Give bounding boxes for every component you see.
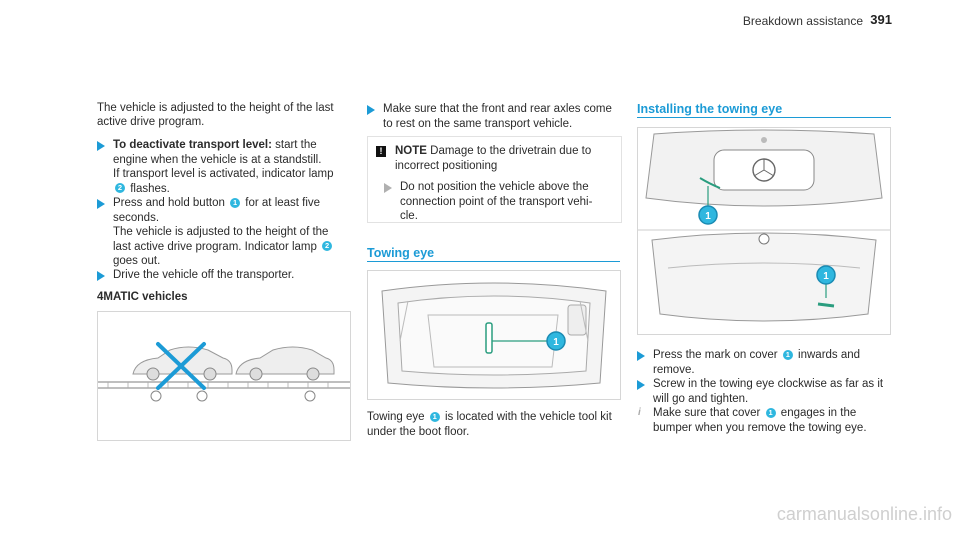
bumper-illustration: 1 1 (637, 127, 891, 335)
step-line: flashes. (130, 182, 170, 195)
callout-badge: 2 (115, 183, 125, 194)
boot-caption: Towing eye 1 is located with the vehicle… (367, 410, 622, 439)
subheading: 4MATIC vehicles (97, 291, 188, 303)
step-arrow-icon (97, 271, 105, 281)
transporter-illustration (97, 311, 351, 441)
svg-text:1: 1 (823, 271, 829, 282)
step-drive-off: Drive the vehicle off the transporter. (113, 269, 295, 281)
step-line: The vehicle is adjusted to the height of… (113, 226, 329, 238)
step-text: for at least five (245, 197, 321, 209)
step-text: Press the mark on cover (653, 349, 778, 361)
note-box: ! NOTE Damage to the drivetrain due to i… (367, 136, 622, 223)
heading-rule (637, 117, 891, 118)
step-arrow-icon (384, 183, 392, 193)
bumper-figure-icon: 1 1 (638, 129, 890, 322)
step-deactivate: To deactivate transport level: start the… (113, 138, 353, 196)
step-arrow-icon (637, 380, 645, 390)
step-line: to rest on the same transport vehicle. (383, 117, 573, 130)
caption-line: under the boot floor. (367, 425, 470, 438)
info-note: Make sure that cover 1 engages in the bu… (653, 406, 898, 435)
step-arrow-icon (97, 141, 105, 151)
step-line: will go and tighten. (653, 392, 749, 405)
svg-text:1: 1 (553, 337, 559, 348)
step-line: Make sure that the front and rear axles … (383, 103, 612, 115)
section-heading: Installing the towing eye (637, 102, 783, 116)
step-axles: Make sure that the front and rear axles … (383, 102, 623, 131)
note-bullet-line: Do not position the vehicle above the (400, 181, 589, 193)
warning-icon: ! (376, 146, 386, 157)
note-text-line: Damage to the drivetrain due to (430, 145, 592, 157)
step-line: If transport level is activated, indicat… (113, 168, 334, 180)
step-line: engine when the vehicle is at a standsti… (113, 153, 322, 166)
info-line: bumper when you remove the towing eye. (653, 421, 867, 434)
info-icon: i (638, 407, 641, 418)
step-text: last active drive program. Indicator lam… (113, 240, 317, 253)
boot-illustration: 1 (367, 270, 621, 400)
caption-text: Towing eye (367, 411, 425, 423)
note-bullet: Do not position the vehicle above the co… (400, 180, 615, 224)
step-arrow-icon (367, 105, 375, 115)
callout-badge: 1 (429, 411, 440, 422)
caption-text: is located with the vehicle tool kit (444, 411, 612, 423)
step-title: To deactivate transport level: (113, 139, 272, 151)
section-title: Breakdown assistance (742, 14, 863, 28)
step-line: seconds. (113, 211, 160, 224)
step-line: Screw in the towing eye clockwise as far… (653, 378, 884, 390)
page-header: Breakdown assistance 391 (0, 0, 960, 28)
step-press-button: Press and hold button 1 for at least fiv… (113, 196, 353, 269)
section-heading: Towing eye (367, 246, 435, 260)
info-text: engages in the (780, 407, 857, 419)
step-screw-in: Screw in the towing eye clockwise as far… (653, 377, 898, 406)
info-text: Make sure that cover (653, 407, 761, 419)
page-number: 391 (870, 12, 892, 27)
step-arrow-icon (97, 199, 105, 209)
boot-figure-icon: 1 (381, 282, 607, 389)
step-line: remove. (653, 363, 695, 376)
note-text: NOTE Damage to the drivetrain due to inc… (395, 144, 615, 173)
watermark: carmanualsonline.info (776, 504, 952, 524)
intro-line-2: active drive program. (97, 116, 205, 128)
note-text-line: incorrect positioning (395, 159, 498, 172)
intro-line-1: The vehicle is adjusted to the height of… (97, 102, 334, 114)
transporter-figure-icon (98, 342, 350, 402)
step-text: inwards and (798, 349, 861, 361)
step-arrow-icon (637, 351, 645, 361)
callout-badge: 1 (765, 407, 776, 418)
callout-badge: 2 (322, 241, 333, 252)
callout-badge: 1 (230, 197, 241, 208)
note-bullet-line: cle. (400, 210, 418, 222)
step-text: start the (275, 139, 317, 151)
step-press-mark: Press the mark on cover 1 inwards and re… (653, 348, 898, 377)
callout-badge: 1 (782, 349, 793, 360)
note-label: NOTE (395, 145, 427, 157)
svg-text:1: 1 (705, 211, 711, 222)
heading-rule (367, 261, 620, 262)
note-bullet-line: connection point of the transport vehi- (400, 195, 593, 208)
step-text: Press and hold button (113, 197, 225, 209)
step-line: goes out. (113, 255, 161, 267)
